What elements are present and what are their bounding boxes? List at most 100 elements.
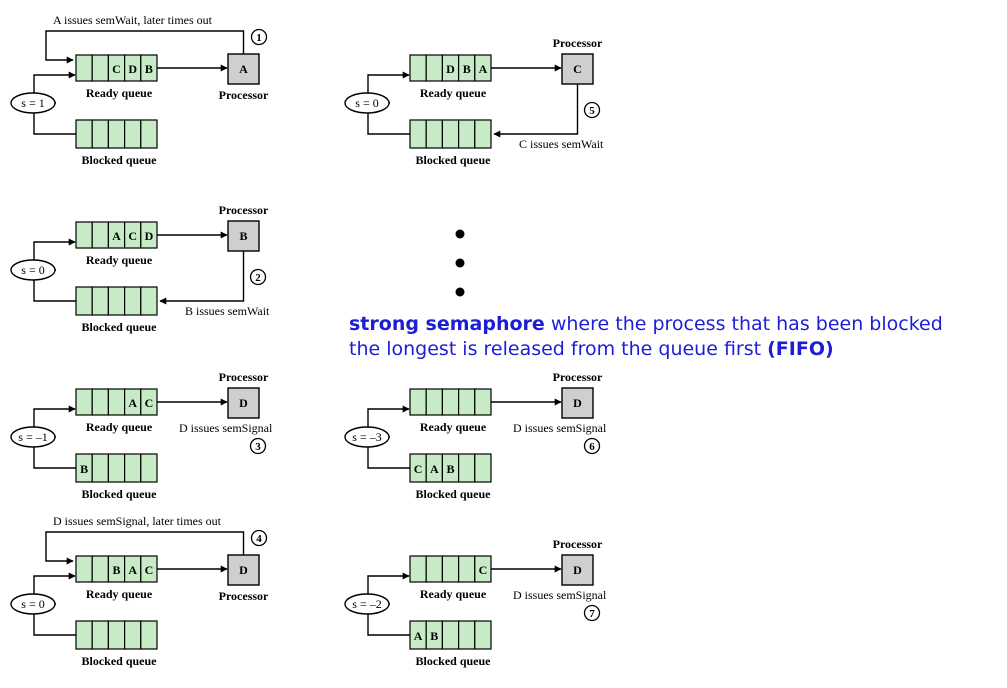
step-number-circle (250, 529, 268, 547)
semaphore-value-oval (10, 426, 56, 448)
semaphore-value-oval (344, 593, 390, 615)
processor-label: Processor (219, 88, 269, 102)
blocked-queue-cell (474, 119, 492, 149)
processor-process: D (573, 563, 582, 577)
processor-label: Processor (219, 589, 269, 603)
semaphore-value-oval (344, 426, 390, 448)
blocked-queue-label: Blocked queue (415, 487, 491, 501)
ready-queue-cell (425, 388, 443, 416)
blocked-queue-process: B (80, 462, 88, 476)
ready-queue-process: B (463, 62, 471, 76)
step-number: 3 (255, 441, 261, 453)
ready-queue-process: B (145, 62, 153, 76)
ready-queue-cell (425, 555, 443, 583)
step-annotation: D issues semSignal, later times out (53, 514, 222, 528)
step-number-circle (250, 28, 268, 46)
blocked-queue-label: Blocked queue (81, 320, 157, 334)
ellipsis-dot (455, 229, 465, 239)
processor-process: B (239, 229, 247, 243)
ready-queue-cell (457, 388, 476, 416)
processor-process: A (239, 62, 248, 76)
processor-label: Processor (219, 203, 269, 217)
blocked-queue-label: Blocked queue (81, 153, 157, 167)
step-number-circle (583, 604, 601, 622)
blocked-queue-label: Blocked queue (81, 654, 157, 668)
caption-line1-rest: where the process that has been blocked (544, 313, 943, 335)
processor-process: D (239, 396, 248, 410)
step-annotation: B issues semWait (185, 304, 270, 318)
processor-process: C (573, 62, 582, 76)
ready-queue-process: D (128, 62, 137, 76)
processor-box (561, 554, 594, 586)
blocked-queue-cell (123, 286, 142, 316)
ready-queue-cell (75, 388, 93, 416)
ready-queue-cell (91, 555, 109, 583)
blocked-queue-process: B (430, 629, 438, 643)
semaphore-value-oval (10, 593, 56, 615)
ellipsis-dot (455, 258, 465, 268)
blocked-queue-cell (123, 119, 142, 149)
step-annotation: D issues semSignal (179, 421, 273, 435)
blocked-queue-cell (140, 620, 158, 650)
ready-queue-label: Ready queue (420, 86, 487, 100)
semaphore-value-oval (10, 259, 56, 281)
step-number: 2 (255, 272, 261, 284)
ready-queue-process: C (128, 229, 137, 243)
ready-queue-label: Ready queue (420, 587, 487, 601)
blocked-queue-cell (91, 620, 109, 650)
ready-queue-cell (91, 54, 109, 82)
blocked-queue-cell (441, 620, 460, 650)
timeout-loop-arrow (45, 531, 245, 565)
ready-queue-process: C (479, 563, 488, 577)
ready-queue-label: Ready queue (86, 253, 153, 267)
semwait-arrow (159, 251, 245, 305)
blocked-queue-cell (140, 286, 158, 316)
blocked-queue-cell (425, 119, 443, 149)
ready-queue-cell (474, 388, 492, 416)
semaphore-value-oval (10, 92, 56, 114)
blocked-queue-cell (123, 620, 142, 650)
step-annotation: D issues semSignal (513, 421, 607, 435)
step-annotation: A issues semWait, later times out (53, 13, 213, 27)
ready-queue-cell (75, 555, 93, 583)
processor-label: Processor (553, 537, 603, 551)
ready-queue-process: A (479, 62, 488, 76)
blocked-queue-cell (91, 453, 109, 483)
semaphore-value: s = 0 (21, 597, 44, 611)
step-annotation: D issues semSignal (513, 588, 607, 602)
blocked-queue-cell (75, 620, 93, 650)
ready-queue-label: Ready queue (86, 587, 153, 601)
ready-queue-cell (409, 54, 427, 82)
step-number-circle (249, 437, 267, 455)
blocked-queue-cell (107, 119, 126, 149)
blocked-queue-cell (457, 620, 476, 650)
step-number-circle (583, 437, 601, 455)
caption-line-2: the longest is released from the queue f… (349, 337, 1007, 362)
blocked-queue-process: A (430, 462, 439, 476)
blocked-queue-cell (91, 119, 109, 149)
ready-queue-cell (409, 388, 427, 416)
semaphore-value: s = –3 (352, 430, 381, 444)
caption-line2-text: the longest is released from the queue f… (349, 338, 768, 360)
processor-process: D (239, 563, 248, 577)
blocked-queue-cell (107, 286, 126, 316)
step-number: 6 (589, 441, 595, 453)
blocked-queue-cell (107, 620, 126, 650)
ellipsis-dot (455, 287, 465, 297)
blocked-queue-cell (75, 286, 93, 316)
ready-queue-process: C (112, 62, 121, 76)
step-number-circle (583, 101, 601, 119)
blocked-queue-label: Blocked queue (81, 487, 157, 501)
semwait-arrow (493, 84, 579, 138)
processor-label: Processor (219, 370, 269, 384)
blocked-queue-cell (140, 453, 158, 483)
semaphore-value: s = 0 (21, 263, 44, 277)
blocked-queue-cell (474, 620, 492, 650)
processor-box (561, 387, 594, 419)
